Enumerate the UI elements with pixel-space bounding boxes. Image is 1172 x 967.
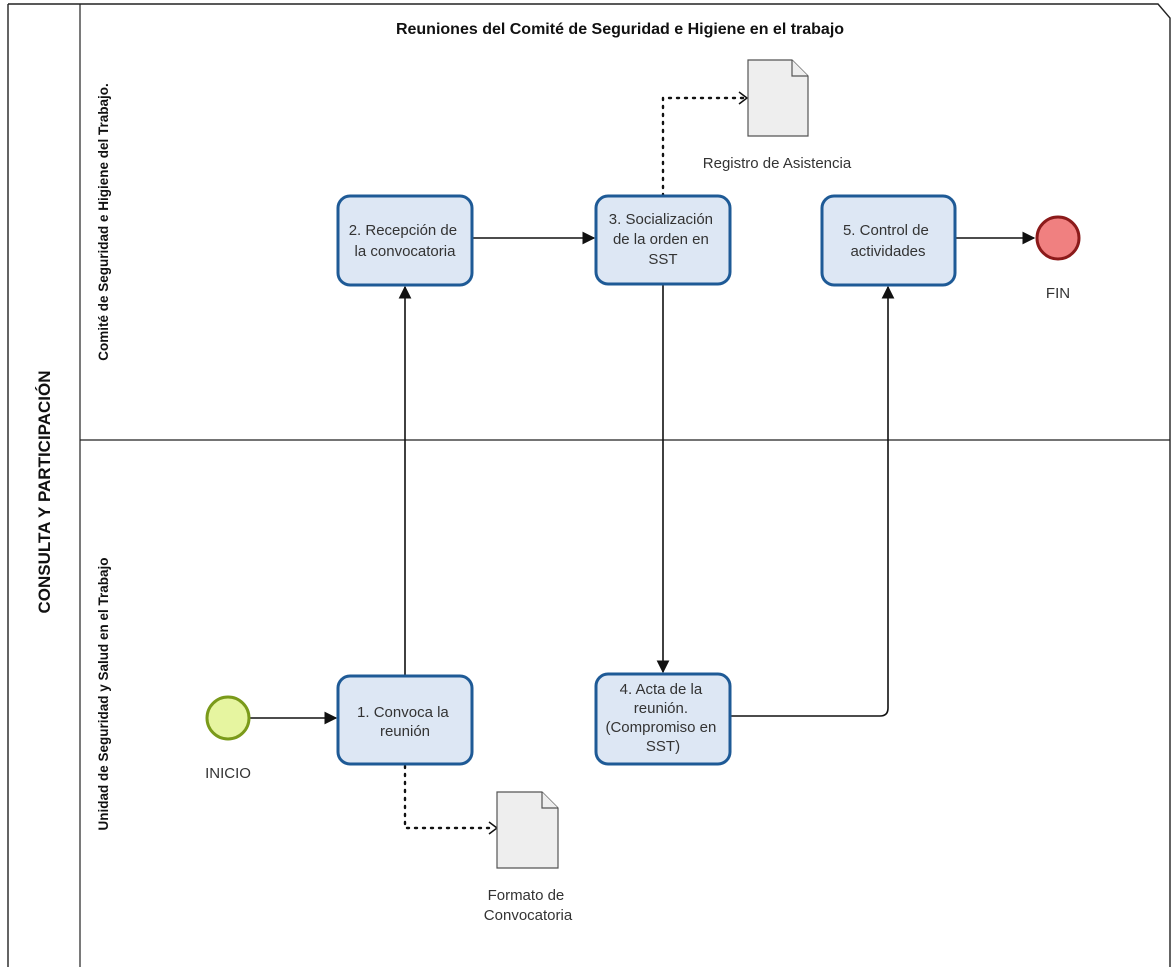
task-label-line: de la orden en bbox=[613, 231, 709, 248]
task-label: 3. Socialización de la orden en SST bbox=[609, 211, 717, 268]
data-object-formato-convocatoria[interactable]: Formato de Convocatoria bbox=[484, 791, 573, 924]
task-box bbox=[336, 194, 474, 287]
pool: CONSULTA Y PARTICIPACIÓN Comité de Segur… bbox=[7, 3, 1171, 967]
sequence-flows bbox=[250, 231, 1036, 725]
flow-task4-to-task5 bbox=[731, 285, 895, 717]
task-acta-reunion[interactable]: 4. Acta de la reunión. (Compromiso en SS… bbox=[594, 672, 732, 766]
task-label-line: reunión bbox=[380, 723, 430, 740]
task-label-line: 1. Convoca la bbox=[357, 704, 449, 721]
task-label-line: la convocatoria bbox=[355, 243, 457, 260]
lane-label-comite: Comité de Seguridad e Higiene del Trabaj… bbox=[96, 83, 111, 361]
data-object-label-line: Formato de bbox=[488, 887, 565, 904]
data-object-label: Registro de Asistencia bbox=[703, 155, 852, 172]
task-label-line: SST bbox=[648, 251, 677, 268]
data-object-label-line: Convocatoria bbox=[484, 907, 573, 924]
diagram-title: Reuniones del Comité de Seguridad e Higi… bbox=[396, 21, 844, 38]
task-control-actividades[interactable]: 5. Control de actividades bbox=[820, 194, 957, 287]
start-event-circle bbox=[205, 695, 251, 741]
task-box bbox=[594, 672, 732, 766]
document-icon bbox=[496, 791, 559, 869]
task-label: 5. Control de actividades bbox=[843, 222, 933, 260]
end-event[interactable]: FIN bbox=[1035, 215, 1081, 302]
lane-label-unidad: Unidad de Seguridad y Salud en el Trabaj… bbox=[96, 557, 111, 830]
task-label: 2. Recepción de la convocatoria bbox=[349, 222, 462, 260]
pool-border bbox=[7, 3, 1171, 967]
task-label-line: 4. Acta de la bbox=[620, 681, 703, 698]
task-convoca-reunion[interactable]: 1. Convoca la reunión bbox=[336, 674, 474, 766]
task-label-line: 2. Recepción de bbox=[349, 222, 457, 239]
start-event[interactable]: INICIO bbox=[205, 695, 251, 782]
association-task3-registro-head bbox=[738, 91, 749, 105]
task-label-line: SST) bbox=[646, 738, 680, 755]
end-event-label: FIN bbox=[1046, 285, 1070, 302]
document-icon bbox=[747, 59, 809, 137]
end-event-circle bbox=[1035, 215, 1081, 261]
start-event-label: INICIO bbox=[205, 765, 251, 782]
association-task1-formato bbox=[403, 764, 497, 830]
document-fold bbox=[791, 60, 808, 77]
data-object-registro-asistencia[interactable]: Registro de Asistencia bbox=[703, 59, 852, 172]
task-recepcion-convocatoria[interactable]: 2. Recepción de la convocatoria bbox=[336, 194, 474, 287]
data-object-label: Formato de Convocatoria bbox=[484, 887, 573, 924]
data-object-label-line: Registro de Asistencia bbox=[703, 155, 852, 172]
task-label-line: reunión. bbox=[634, 700, 688, 717]
task-label-line: 3. Socialización bbox=[609, 211, 713, 228]
task-box bbox=[594, 194, 732, 286]
task-label: 1. Convoca la reunión bbox=[357, 704, 453, 740]
task-box bbox=[336, 674, 474, 766]
task-label-line: (Compromiso en bbox=[605, 719, 716, 736]
task-label: 4. Acta de la reunión. (Compromiso en SS… bbox=[605, 681, 720, 755]
task-label-line: actividades bbox=[850, 243, 925, 260]
association-task3-registro bbox=[661, 96, 747, 198]
task-socializacion-orden[interactable]: 3. Socialización de la orden en SST bbox=[594, 194, 732, 286]
task-box bbox=[820, 194, 957, 287]
task-label-line: 5. Control de bbox=[843, 222, 929, 239]
document-fold bbox=[541, 792, 558, 809]
pool-label: CONSULTA Y PARTICIPACIÓN bbox=[35, 370, 54, 613]
